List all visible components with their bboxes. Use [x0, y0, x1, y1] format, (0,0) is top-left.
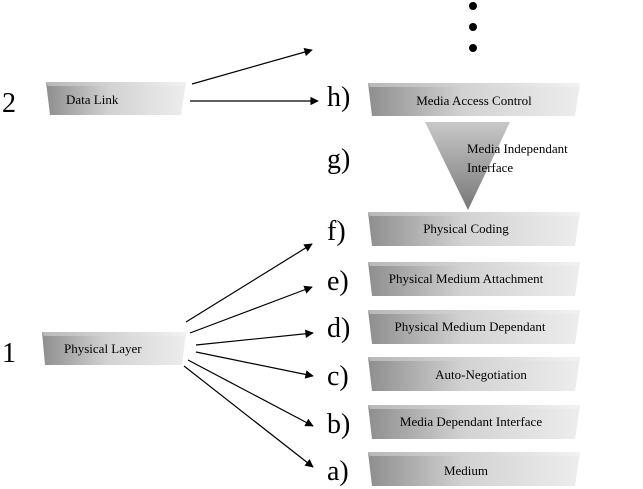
letter-g: g) — [327, 144, 350, 175]
sublayer-label-pmd: Physical Medium Dependant — [395, 319, 546, 334]
arrow-to-b — [187, 359, 314, 427]
arrow-to-e — [189, 285, 313, 334]
arrow-to-f — [185, 243, 313, 323]
sublayer-label-mac: Media Access Control — [416, 93, 532, 108]
letter-h: h) — [327, 82, 350, 113]
sublayer-box-pma: Physical Medium Attachment — [368, 262, 580, 296]
arrow-to-d — [195, 329, 314, 346]
sublayer-box-pmd: Physical Medium Dependant — [368, 310, 580, 344]
sublayer-box-medium: Medium — [368, 452, 580, 486]
sublayer-label-medium: Medium — [444, 463, 488, 478]
data-link-arrows — [190, 48, 319, 106]
layer-number-1: 1 — [2, 338, 16, 369]
sublayer-label-physical-coding: Physical Coding — [423, 221, 509, 236]
letter-d: d) — [327, 313, 350, 344]
arrow-data-link-up — [191, 48, 313, 85]
letter-f: f) — [327, 216, 346, 247]
physical-layer-label: Physical Layer — [64, 341, 142, 356]
sublayer-label-auto-negotiation: Auto-Negotiation — [435, 367, 527, 382]
sublayer-funnel-mii: Media Independant Interface — [425, 122, 571, 210]
sublayer-label-pma: Physical Medium Attachment — [389, 271, 544, 286]
data-link-label: Data Link — [66, 92, 119, 107]
physical-layer-box: Physical Layer — [42, 332, 186, 365]
sublayer-box-auto-negotiation: Auto-Negotiation — [368, 357, 580, 391]
letter-b: b) — [327, 409, 350, 440]
data-link-box: Data Link — [46, 82, 186, 115]
layer-number-2: 2 — [2, 88, 16, 119]
ellipsis-vertical-icon — [469, 2, 477, 52]
mii-label-line-1: Media Independant — [467, 141, 568, 156]
sublayer-box-mdi: Media Dependant Interface — [368, 405, 580, 439]
letter-c: c) — [327, 361, 349, 392]
letter-a: a) — [327, 456, 349, 487]
arrow-to-a — [183, 365, 314, 468]
letter-e: e) — [327, 266, 349, 297]
mii-label-line-2: Interface — [467, 160, 513, 175]
arrow-to-c — [195, 351, 314, 379]
sublayer-letters: h) g) f) e) d) c) b) a) — [327, 82, 350, 487]
sublayer-box-mac: Media Access Control — [368, 83, 580, 116]
sublayer-box-physical-coding: Physical Coding — [368, 212, 580, 246]
sublayer-label-mdi: Media Dependant Interface — [400, 414, 542, 429]
physical-layer-arrows — [183, 243, 314, 468]
sublayer-label-mii: Media Independant Interface — [467, 141, 571, 175]
